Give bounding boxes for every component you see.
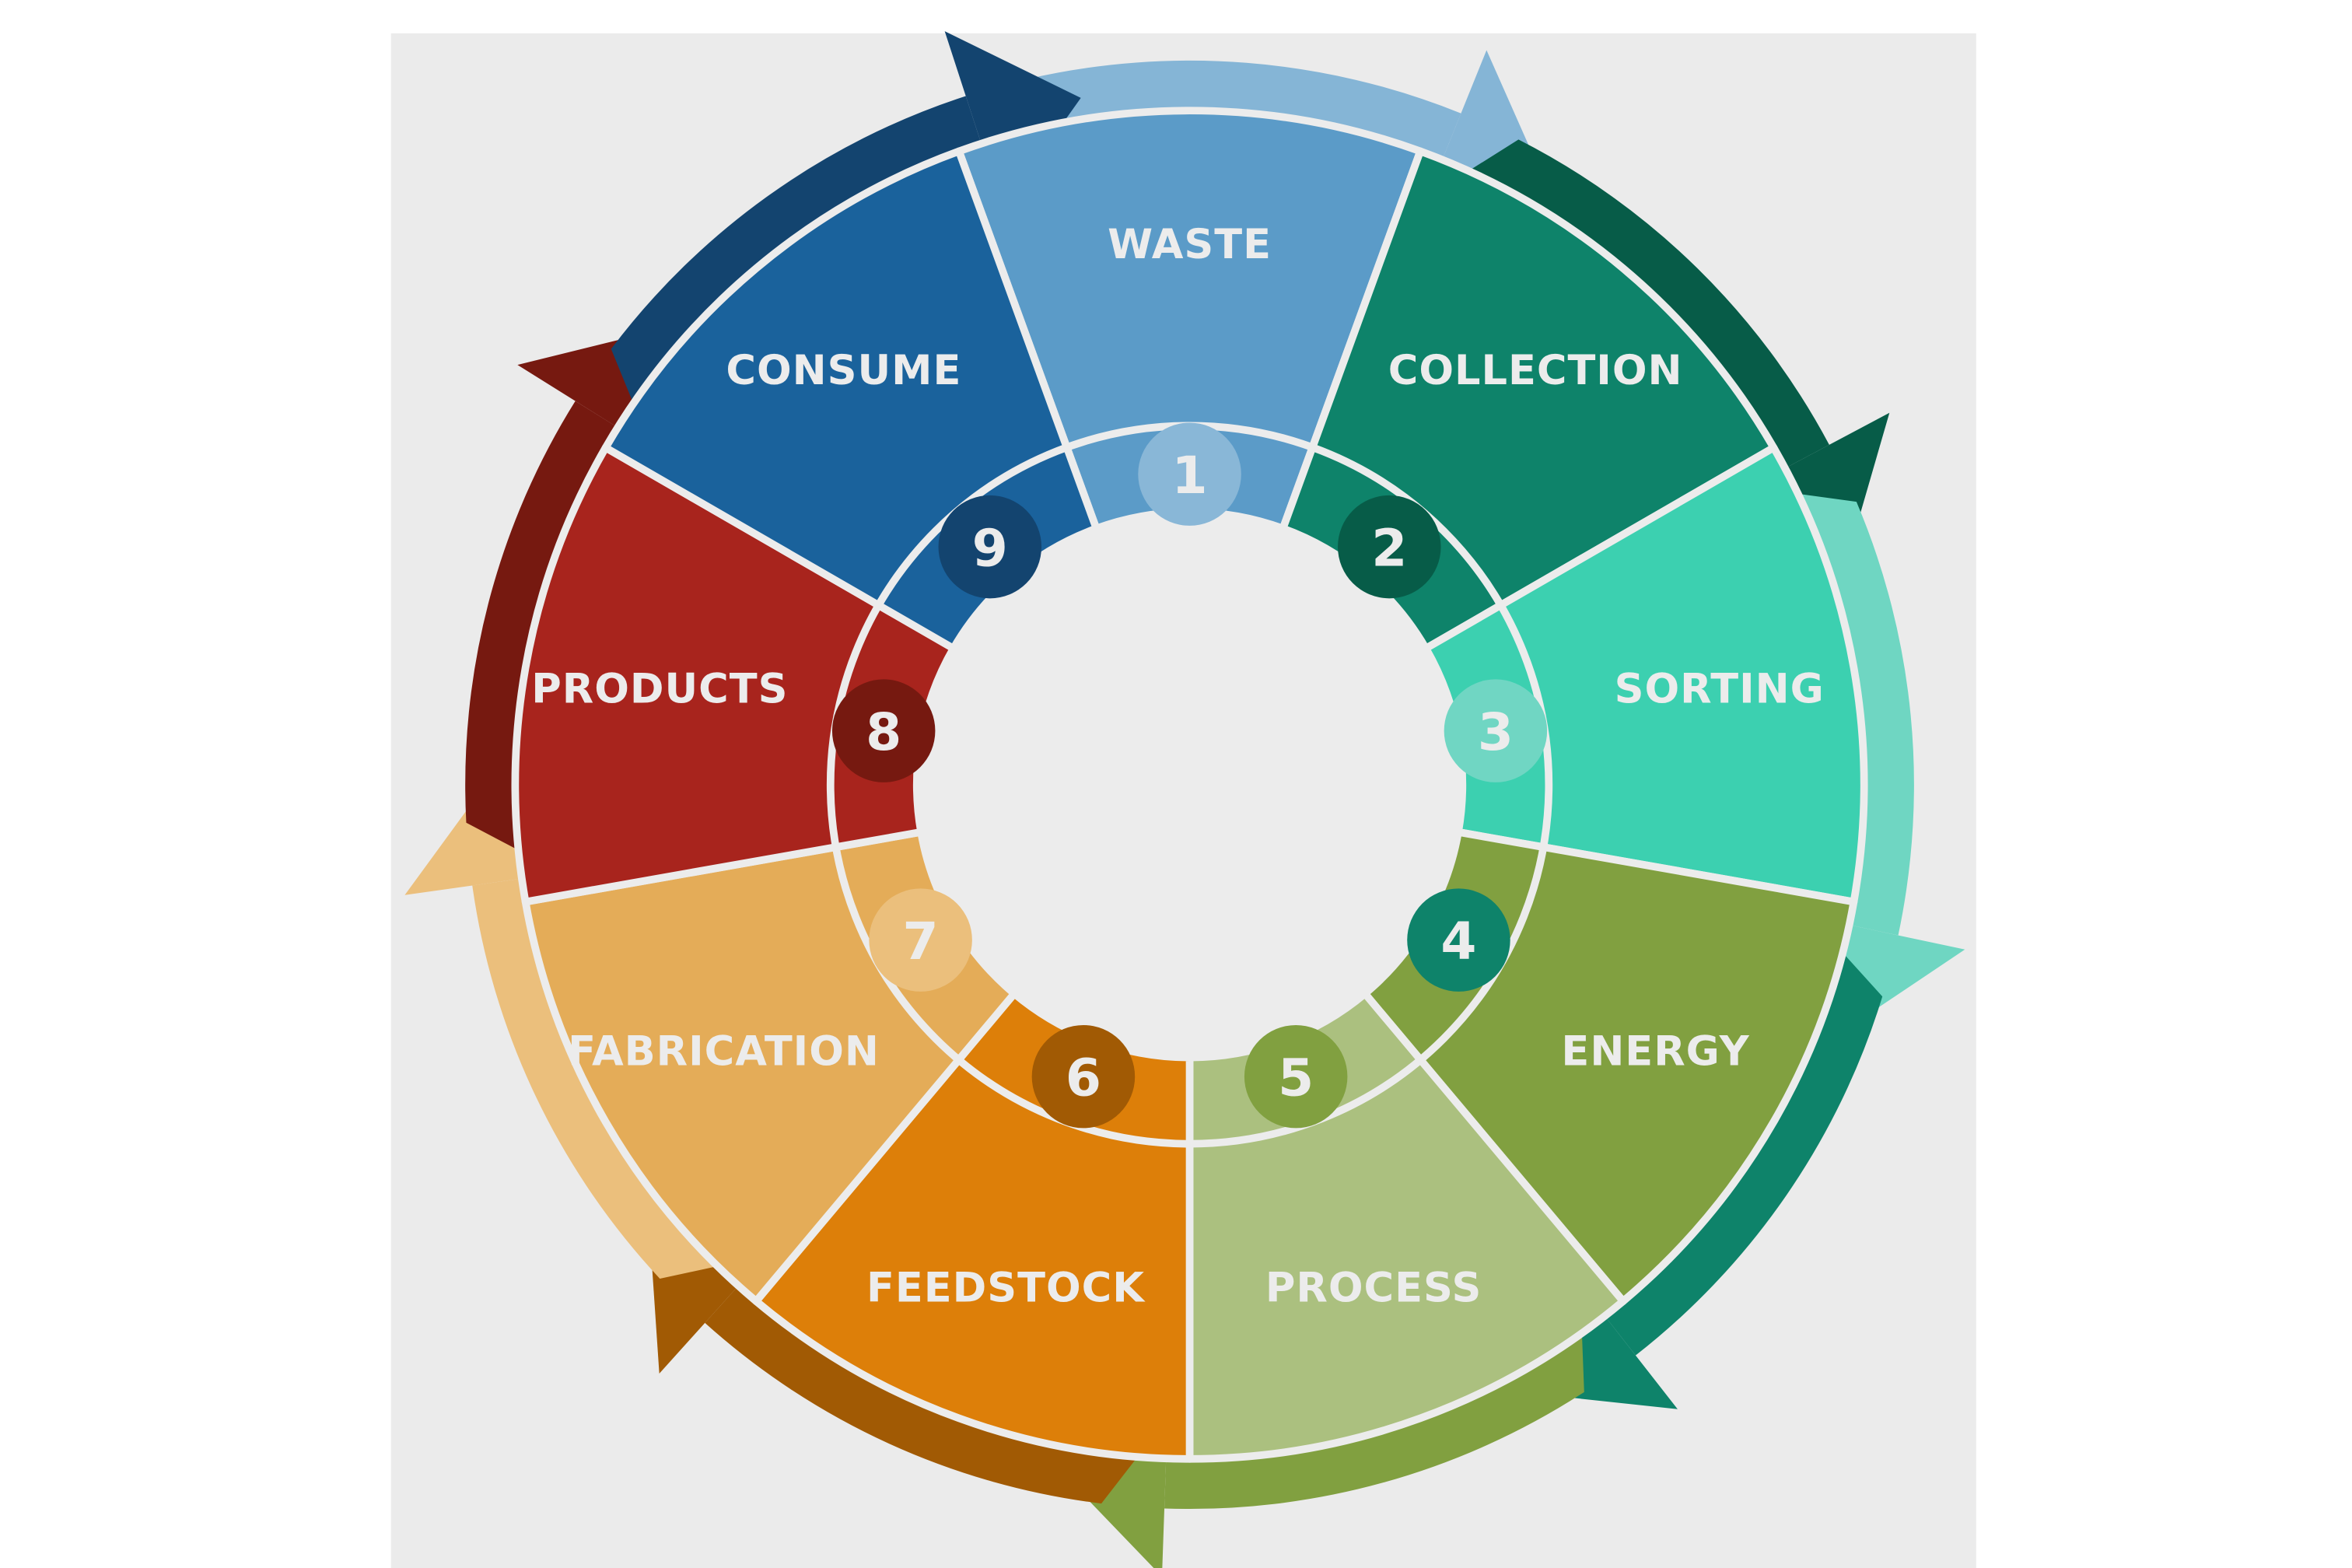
step-label-collection: COLLECTION — [1388, 347, 1683, 394]
arrow-head-consume — [944, 31, 1081, 208]
step-label-energy: ENERGY — [1561, 1027, 1749, 1075]
step-label-waste: WASTE — [1108, 221, 1272, 268]
step-labels: WASTE COLLECTION SORTING ENERGY PROCESS FEEDS… — [531, 221, 1825, 1311]
arrow-band-consume — [611, 96, 984, 412]
step-badge-3: 3 — [1444, 679, 1548, 782]
step-number: 4 — [1440, 912, 1476, 971]
arrow-band-process — [1164, 1324, 1584, 1510]
arrow-band-fabrication — [472, 877, 726, 1279]
step-label-feedstock: FEEDSTOCK — [866, 1264, 1146, 1311]
step-badge-5: 5 — [1244, 1024, 1348, 1129]
step-badge-1: 1 — [1138, 422, 1241, 526]
step-number: 7 — [903, 912, 939, 971]
arrow-band-products — [465, 401, 625, 855]
step-badge-7: 7 — [869, 888, 972, 992]
step-badges: 1 2 3 4 5 6 7 8 9 — [831, 422, 1548, 1129]
step-badge-8: 8 — [831, 679, 936, 782]
step-number: 8 — [866, 702, 901, 762]
step-label-consume: CONSUME — [726, 347, 961, 394]
step-number: 6 — [1066, 1048, 1101, 1108]
step-number: 3 — [1478, 702, 1514, 762]
step-number: 5 — [1278, 1048, 1314, 1108]
step-label-fabrication: FABRICATION — [568, 1027, 880, 1075]
step-badge-2: 2 — [1338, 495, 1441, 599]
step-badge-4: 4 — [1407, 888, 1510, 992]
step-label-sorting: SORTING — [1615, 666, 1825, 713]
center-hole — [916, 512, 1463, 1058]
step-number: 1 — [1171, 446, 1207, 506]
step-badge-6: 6 — [1031, 1024, 1136, 1129]
step-number: 2 — [1371, 519, 1407, 579]
step-label-process: PROCESS — [1265, 1264, 1482, 1311]
step-number: 9 — [972, 519, 1008, 579]
step-badge-9: 9 — [938, 495, 1042, 599]
arrow-band-sorting — [1789, 492, 1914, 936]
step-label-products: PRODUCTS — [531, 666, 788, 713]
